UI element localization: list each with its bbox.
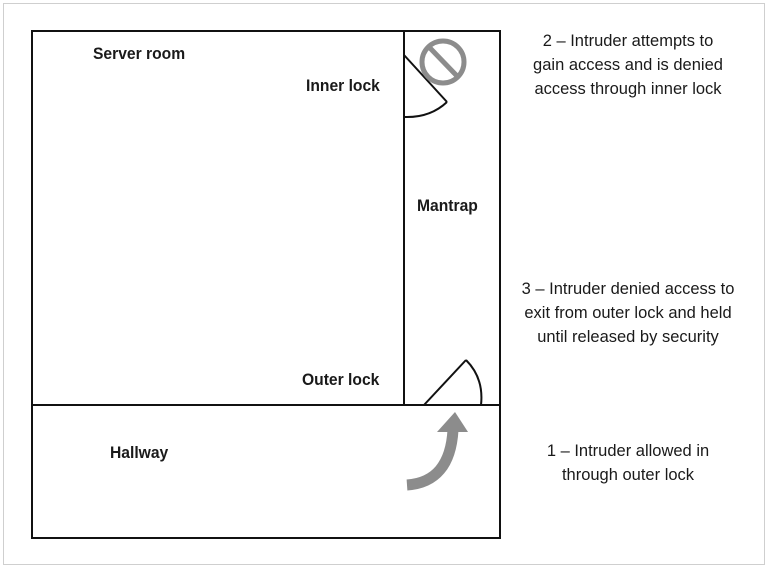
server-room-label: Server room — [93, 44, 186, 63]
inner-lock-label: Inner lock — [306, 76, 380, 95]
figure-frame — [3, 3, 765, 565]
no-entry-icon — [419, 38, 467, 86]
inner-lock-door — [403, 54, 448, 119]
hallway-label: Hallway — [110, 443, 169, 462]
outer-lock-door — [423, 359, 483, 406]
step-1-note: 1 – Intruder allowed in through outer lo… — [546, 442, 710, 484]
step-3-note: 3 – Intruder denied access to exit from … — [521, 280, 735, 346]
building-outline — [31, 30, 501, 539]
curved-arrow-icon — [406, 412, 468, 491]
mantrap-label: Mantrap — [417, 196, 478, 215]
outer-lock-label: Outer lock — [302, 370, 380, 389]
step-2-note: 2 – Intruder attempts to gain access and… — [533, 32, 723, 98]
